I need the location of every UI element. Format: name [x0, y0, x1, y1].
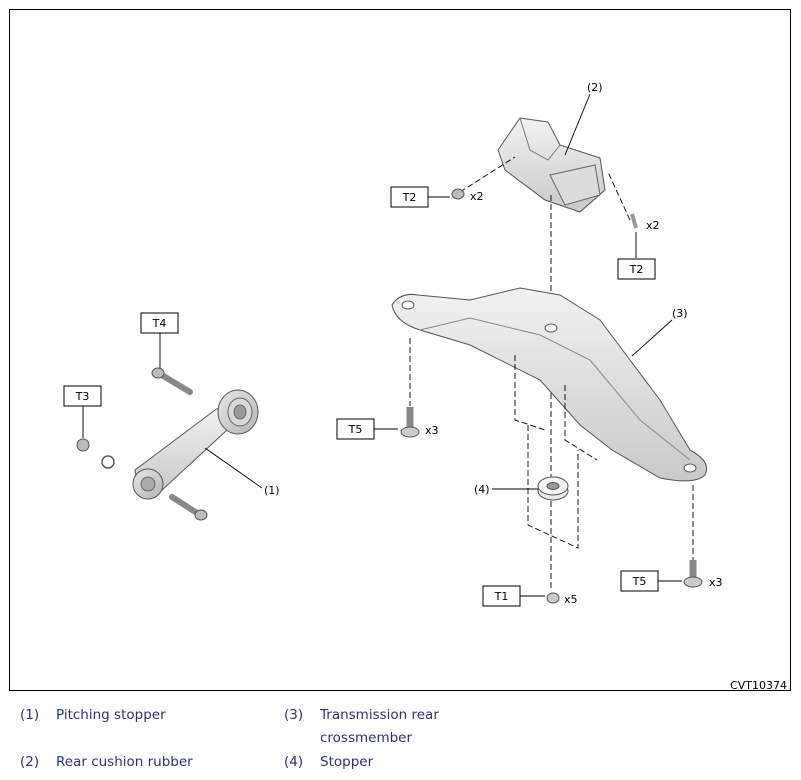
callout-2: (2): [587, 81, 603, 94]
svg-text:T2: T2: [402, 191, 417, 204]
dash-t2-left: [459, 156, 516, 193]
bolt-t2-left-drawing: [451, 188, 465, 200]
callout-1: (1): [264, 484, 280, 497]
torque-label-t1: T1: [482, 585, 521, 607]
torque-label-t5-left: T5: [336, 418, 375, 440]
legend: (1) Pitching stopper (2) Rear cushion ru…: [0, 700, 801, 780]
figure-id: CVT10374: [730, 679, 787, 692]
callout-4: (4): [474, 483, 490, 496]
legend-num: (2): [20, 754, 40, 770]
legend-text: Stopper: [320, 754, 374, 770]
bolt-t2-right-drawing: [630, 213, 638, 229]
svg-text:T4: T4: [152, 317, 167, 330]
leader-callout-3: [631, 319, 673, 357]
leader-callout-2: [564, 93, 591, 156]
torque-label-t3: T3: [63, 385, 102, 407]
svg-text:T5: T5: [348, 423, 363, 436]
torque-label-t5-right: T5: [620, 570, 659, 592]
legend-num: (1): [20, 707, 40, 723]
qty-label-t5-right: x3: [709, 576, 723, 589]
bolt-t5-left-drawing: [400, 407, 420, 438]
legend-num: (3): [284, 707, 304, 723]
rear-cushion-rubber-drawing: [497, 117, 606, 213]
torque-label-t2-right: T2: [617, 258, 656, 280]
svg-text:T1: T1: [494, 590, 509, 603]
nut-t3-drawing: [76, 438, 115, 469]
bolt-t5-right-drawing: [683, 560, 703, 588]
svg-text:T2: T2: [629, 263, 644, 276]
qty-label-t5-left: x3: [425, 424, 439, 437]
legend-text: Transmission rear crossmember: [320, 707, 439, 746]
pitching-stopper-drawing: [132, 389, 259, 500]
dash-t2-right: [607, 171, 631, 221]
legend-num: (4): [284, 754, 304, 770]
bolt-t4-drawing: [151, 367, 193, 395]
torque-label-t4: T4: [140, 312, 179, 334]
crossmember-drawing: [391, 287, 708, 482]
qty-label-t2-left: x2: [470, 190, 484, 203]
parts-diagram: T4 T3 T2 T2 T5 T5 T1 x2 x2 x3 x3 x5 (1) …: [63, 81, 723, 607]
legend-text: Rear cushion rubber: [56, 754, 193, 770]
leader-callout-1: [204, 447, 263, 489]
qty-label-t1: x5: [564, 593, 578, 606]
qty-label-t2-right: x2: [646, 219, 660, 232]
svg-text:T3: T3: [75, 390, 90, 403]
nut-t1-drawing: [546, 592, 560, 604]
legend-text: Pitching stopper: [56, 707, 166, 723]
callout-3: (3): [672, 307, 688, 320]
svg-text:T5: T5: [632, 575, 647, 588]
bolt-lower-drawing: [169, 494, 208, 521]
dash-box-stopper: [514, 355, 598, 549]
diagram-frame: [9, 9, 791, 691]
torque-label-t2-left: T2: [390, 186, 429, 208]
stopper-drawing: [537, 476, 569, 501]
